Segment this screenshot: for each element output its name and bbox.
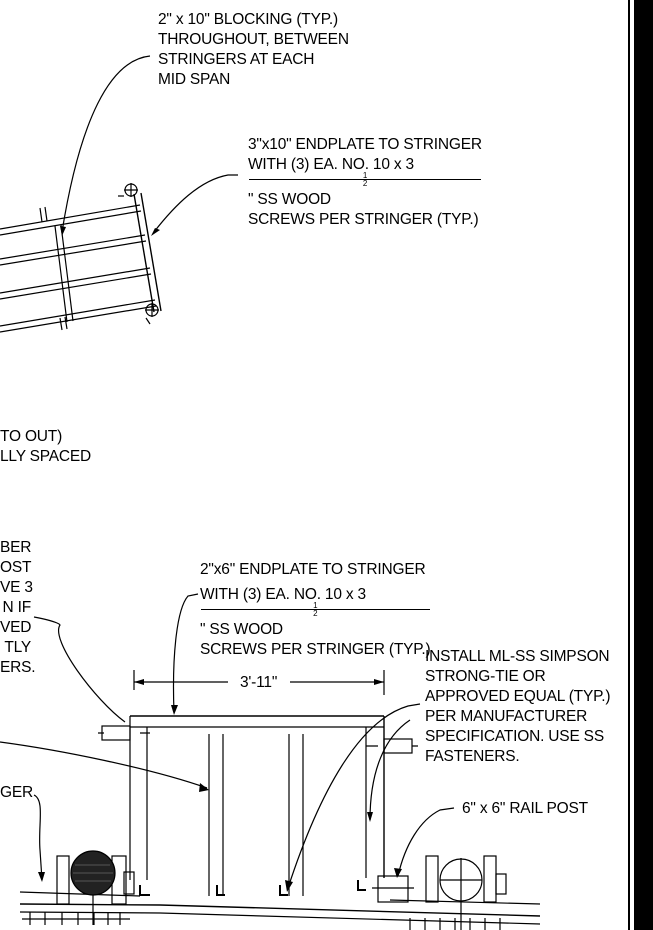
endplate-3x10-note: 3"x10" ENDPLATE TO STRINGER WITH (3) EA.… xyxy=(248,135,482,230)
simpson-note-line: SPECIFICATION. USE SS xyxy=(425,728,604,745)
stringer-leader xyxy=(33,794,43,881)
endplate-2x6-line2-text: WITH (3) EA. NO. 10 x 3 xyxy=(200,586,366,603)
dimension-label: 3'-11" xyxy=(240,673,277,693)
simpson-leader xyxy=(287,703,421,889)
rail-post-label: 6" x 6" RAIL POST xyxy=(462,800,588,817)
simpson-note-line: INSTALL ML-SS SIMPSON xyxy=(425,648,610,665)
simpson-note-line: PER MANUFACTURER xyxy=(425,708,588,725)
left-note-leader xyxy=(33,616,126,723)
endplate-3x10-leader xyxy=(153,174,238,233)
simpson-note-line: STRONG-TIE OR xyxy=(425,668,546,685)
partial-note-line: LLY SPACED xyxy=(0,448,92,465)
blocking-note: 2" x 10" BLOCKING (TYP.) THROUGHOUT, BET… xyxy=(158,10,349,90)
fraction-numerator: 1 xyxy=(201,602,430,610)
endplate-3x10-line1: 3"x10" ENDPLATE TO STRINGER xyxy=(248,136,482,153)
partial-note-line: N IF xyxy=(2,599,32,616)
rail-post-leader xyxy=(397,807,455,877)
endplate-2x6-line2-tail: " SS WOOD xyxy=(200,621,283,638)
partial-note-mid: TO OUT) LLY SPACED xyxy=(0,427,91,467)
blocking-note-line: STRINGERS AT EACH xyxy=(158,51,315,68)
fraction-numerator: 1 xyxy=(249,172,481,180)
blocking-note-line: THROUGHOUT, BETWEEN xyxy=(158,31,349,48)
partial-note-line: TLY xyxy=(4,639,31,656)
partial-note-line: VE 3 xyxy=(0,579,33,596)
partial-note-line: GER xyxy=(0,784,33,801)
partial-note-line: OST xyxy=(0,559,32,576)
blocking-note-line: 2" x 10" BLOCKING (TYP.) xyxy=(158,11,338,28)
stringer-plan-view xyxy=(0,183,162,333)
partial-note-line: BER xyxy=(0,539,32,556)
partial-note-line: ERS. xyxy=(0,659,36,676)
sheet-border-line xyxy=(628,0,630,930)
partial-note-lower: BER OST VE 3 N IF VED TLY ERS. xyxy=(0,538,36,678)
simpson-note-line: FASTENERS. xyxy=(425,748,520,765)
partial-note-line: VED xyxy=(0,619,32,636)
partial-note-bottom: GER xyxy=(0,783,33,803)
endplate-3x10-line2-tail: " SS WOOD xyxy=(248,191,331,208)
fraction-denominator: 2 xyxy=(362,179,368,188)
endplate-2x6-line1: 2"x6" ENDPLATE TO STRINGER xyxy=(200,561,426,578)
endplate-2x6-note: 2"x6" ENDPLATE TO STRINGER WITH (3) EA. … xyxy=(200,560,431,660)
simpson-note-line: APPROVED EQUAL (TYP.) xyxy=(425,688,611,705)
rail-post-note: 6" x 6" RAIL POST xyxy=(462,799,588,819)
sheet-border-bar xyxy=(634,0,653,930)
partial-note-line: TO OUT) xyxy=(0,428,63,445)
blocking-leader xyxy=(61,55,151,233)
endplate-2x6-line3: SCREWS PER STRINGER (TYP.) xyxy=(200,641,431,658)
section-view xyxy=(19,670,541,930)
simpson-note: INSTALL ML-SS SIMPSON STRONG-TIE OR APPR… xyxy=(425,647,610,767)
endplate-2x6-leader xyxy=(172,593,199,713)
blocking-note-line: MID SPAN xyxy=(158,71,231,88)
dimension-value: 3'-11" xyxy=(240,674,278,691)
endplate-3x10-line2-text: WITH (3) EA. NO. 10 x 3 xyxy=(248,156,414,173)
endplate-3x10-line3: SCREWS PER STRINGER (TYP.) xyxy=(248,211,479,228)
fraction-denominator: 2 xyxy=(313,609,318,618)
